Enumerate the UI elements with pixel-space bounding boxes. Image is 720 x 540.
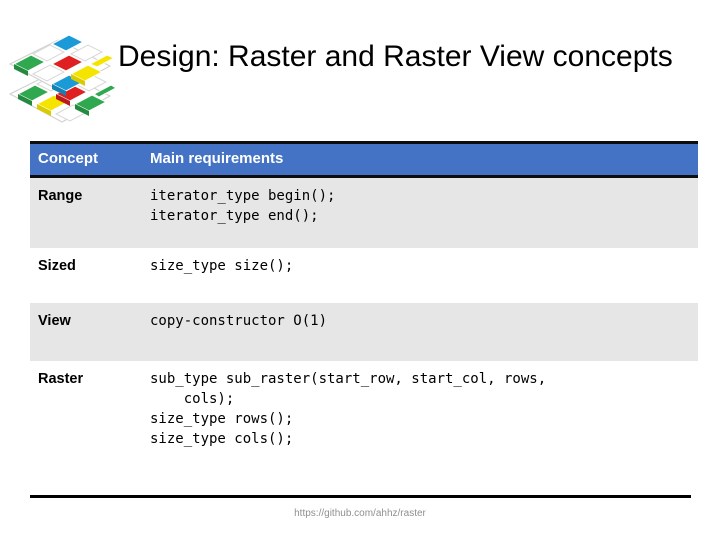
table-row: Sized size_type size(); bbox=[30, 248, 698, 303]
table-row: View copy-constructor O(1) bbox=[30, 303, 698, 361]
column-header-main-requirements: Main requirements bbox=[150, 150, 284, 167]
row-concept-view: View bbox=[38, 313, 71, 329]
row-requirements-raster: sub_type sub_raster(start_row, start_col… bbox=[150, 371, 547, 447]
row-concept-range: Range bbox=[38, 188, 83, 204]
column-header-concept: Concept bbox=[38, 150, 98, 167]
row-requirements-sized: size_type size(); bbox=[150, 258, 294, 274]
page-title: Design: Raster and Raster View concepts bbox=[118, 40, 673, 73]
table-row: Raster sub_type sub_raster(start_row, st… bbox=[30, 361, 698, 473]
table-header-bottom-rule bbox=[30, 175, 698, 178]
row-requirements-view: copy-constructor O(1) bbox=[150, 313, 328, 329]
stacked-raster-grid-logo-icon bbox=[4, 28, 118, 132]
row-concept-sized: Sized bbox=[38, 258, 76, 274]
table-header-row: Concept Main requirements bbox=[30, 144, 698, 175]
table-row: Range iterator_type begin(); iterator_ty… bbox=[30, 178, 698, 248]
table-top-rule bbox=[30, 141, 698, 144]
concepts-table: Concept Main requirements Range iterator… bbox=[30, 141, 698, 473]
footer-url: https://github.com/ahhz/raster bbox=[294, 508, 426, 519]
row-requirements-range: iterator_type begin(); iterator_type end… bbox=[150, 188, 336, 224]
footer-rule bbox=[30, 495, 691, 498]
row-concept-raster: Raster bbox=[38, 371, 84, 387]
